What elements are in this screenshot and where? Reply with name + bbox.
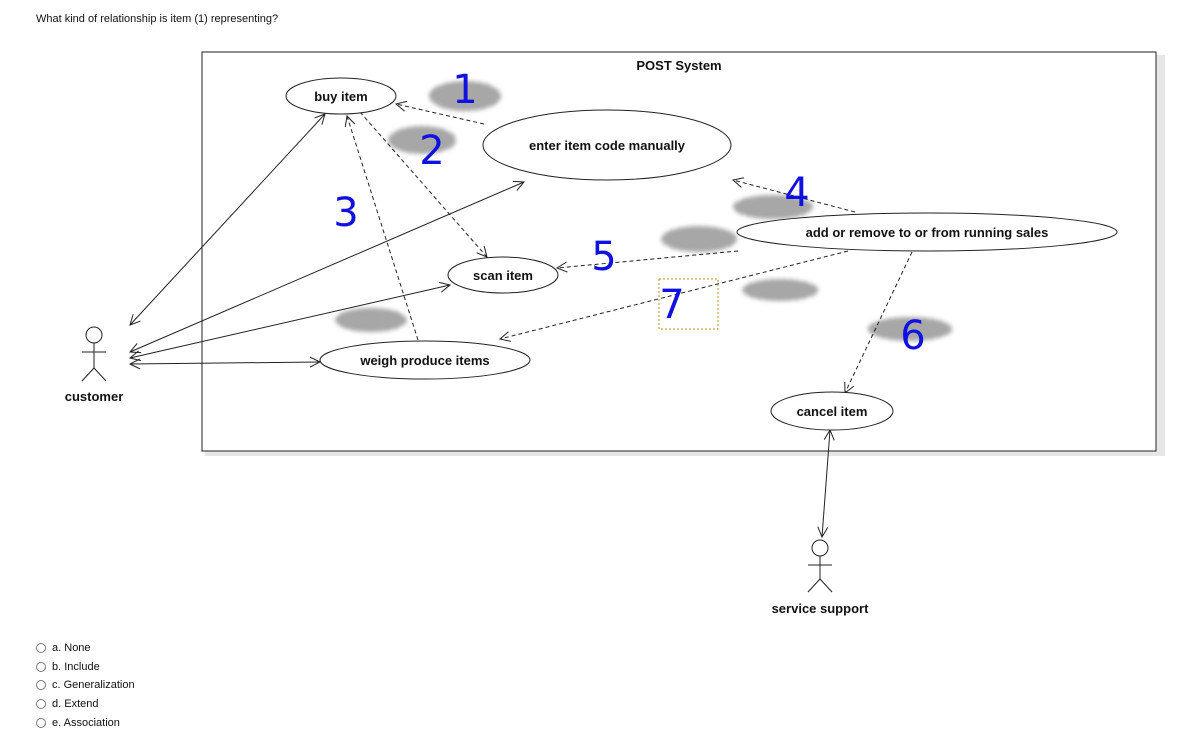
radio-button-e[interactable] (36, 717, 46, 728)
option-label: Association (63, 716, 120, 729)
actor-head (811, 539, 829, 557)
dependencies (347, 104, 913, 393)
radio-button-c[interactable] (36, 680, 46, 691)
radio-button-b[interactable] (36, 661, 46, 672)
actor-customer-label: customer (65, 389, 124, 404)
number-label-3: 3 (333, 190, 358, 236)
dep-addremove-to-enter (733, 180, 856, 213)
dep-addremove-to-weigh (500, 250, 849, 339)
use-case-buy-item: buy item (285, 77, 397, 115)
use-case-label: cancel item (797, 404, 868, 419)
radio-button-d[interactable] (36, 699, 46, 710)
actor-service-support (807, 539, 833, 593)
option-letter: b. (52, 660, 62, 673)
blur-blob-6 (868, 317, 952, 341)
option-d[interactable]: d. Extend (36, 695, 135, 714)
use-case-label: scan item (473, 268, 533, 283)
number-label-6: 6 (900, 313, 925, 359)
assoc-customer-weigh (130, 362, 320, 364)
option-letter: c. (52, 679, 61, 692)
question-text: What kind of relationship is item (1) re… (36, 13, 279, 25)
option-label: Extend (64, 698, 99, 711)
blur-blob-4 (733, 195, 813, 219)
actor-head (85, 326, 103, 344)
option-c[interactable]: c. Generalization (36, 676, 135, 695)
option-label: Generalization (63, 679, 135, 692)
selection-box-7 (658, 278, 719, 330)
blur-blob-2 (388, 126, 456, 154)
associations (130, 114, 830, 537)
use-case-add-remove: add or remove to or from running sales (736, 212, 1118, 252)
option-letter: e. (52, 716, 62, 729)
use-case-label: enter item code manually (529, 138, 686, 153)
option-label: None (64, 642, 91, 655)
assoc-customer-scan (130, 285, 450, 358)
blur-blob-1 (429, 81, 501, 111)
option-a[interactable]: a. None (36, 639, 135, 658)
option-letter: d. (52, 698, 62, 711)
use-case-label: add or remove to or from running sales (806, 225, 1049, 240)
number-label-5: 5 (591, 234, 616, 280)
dep-addremove-to-cancel (845, 251, 913, 393)
use-case-label: buy item (314, 89, 367, 104)
option-letter: a. (52, 642, 62, 655)
system-title: POST System (636, 58, 721, 73)
radio-button-a[interactable] (36, 643, 46, 654)
option-b[interactable]: b. Include (36, 658, 135, 677)
number-label-2: 2 (419, 128, 444, 174)
option-e[interactable]: e. Association (36, 713, 135, 732)
actor-service-support-label: service support (772, 601, 869, 616)
dep-addremove-to-scan (557, 250, 739, 268)
use-case-cancel-item: cancel item (770, 391, 894, 431)
blur-blob-3 (335, 308, 407, 332)
answer-options: a. None b. Include c. Generalization d. … (36, 639, 135, 732)
use-case-enter-item-code: enter item code manually (482, 109, 732, 181)
blur-blob-5 (661, 226, 737, 252)
blur-blob-7 (742, 279, 818, 301)
use-case-scan-item: scan item (447, 256, 559, 294)
option-label: Include (64, 660, 100, 673)
dep-enter-to-buy (396, 104, 485, 125)
use-case-weigh-produce: weigh produce items (319, 340, 531, 380)
number-label-7: 7 (659, 282, 684, 328)
number-label-1: 1 (452, 67, 477, 113)
use-case-label: weigh produce items (359, 353, 489, 368)
blurred-labels (335, 81, 952, 341)
actor-customer (81, 326, 107, 382)
number-label-4: 4 (784, 170, 809, 216)
assoc-service-cancel (822, 430, 830, 537)
